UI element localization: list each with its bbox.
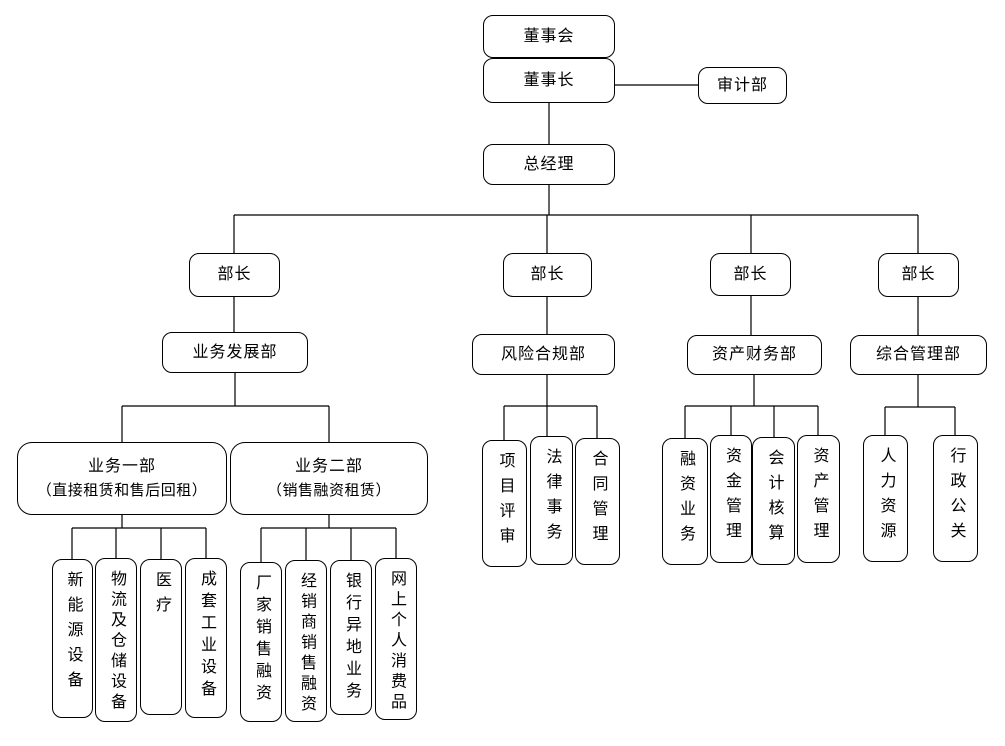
node-business-div-1: 业务一部 （直接租赁和售后回租） bbox=[17, 442, 227, 515]
node-business-div-1-label: 业务一部 bbox=[87, 458, 156, 476]
node-online-consumer-goods: 网上个人消费品 bbox=[375, 558, 417, 720]
node-business-div-1-sublabel: （直接租赁和售后回租） bbox=[36, 482, 208, 499]
node-risk-compliance-dept: 风险合规部 bbox=[472, 334, 615, 375]
node-asset-management-label: 资产管理 bbox=[810, 447, 828, 547]
node-medical-label: 医疗 bbox=[153, 571, 170, 621]
node-project-review-label: 项目评审 bbox=[496, 452, 514, 552]
node-manufacturer-sales-financing-label: 厂家销售融资 bbox=[253, 574, 270, 706]
node-human-resources: 人力资源 bbox=[863, 435, 908, 562]
node-new-energy-equipment-label: 新能源设备 bbox=[64, 571, 82, 696]
node-project-review: 项目评审 bbox=[482, 440, 527, 567]
node-minister-2: 部长 bbox=[503, 253, 592, 297]
node-industrial-equipment-sets-label: 成套工业设备 bbox=[198, 570, 215, 702]
node-bank-remote-business-label: 银行异地业务 bbox=[343, 572, 360, 704]
node-minister-3: 部长 bbox=[710, 253, 791, 296]
node-business-div-2-sublabel: （销售融资租赁） bbox=[266, 482, 391, 499]
node-chairman: 董事长 bbox=[483, 58, 615, 103]
node-contract-management: 合同管理 bbox=[575, 438, 620, 565]
node-business-div-2-label: 业务二部 bbox=[294, 458, 363, 476]
node-accounting: 会计核算 bbox=[752, 437, 795, 565]
node-minister-1: 部长 bbox=[189, 253, 280, 297]
node-asset-finance-dept: 资产财务部 bbox=[687, 335, 822, 375]
node-admin-public-relations: 行政公关 bbox=[933, 435, 978, 562]
node-logistics-warehouse-equipment-label: 物流及仓储设备 bbox=[108, 570, 125, 714]
node-online-consumer-goods-label: 网上个人消费品 bbox=[388, 570, 405, 714]
node-financing-business-label: 融资业务 bbox=[677, 450, 694, 550]
node-audit-dept: 审计部 bbox=[698, 67, 787, 104]
node-fund-management-label: 资金管理 bbox=[723, 447, 740, 547]
node-dealer-sales-financing-label: 经销商销售融资 bbox=[298, 572, 315, 716]
node-general-manager: 总经理 bbox=[483, 144, 615, 185]
node-dealer-sales-financing: 经销商销售融资 bbox=[285, 560, 327, 722]
connector-path bbox=[71, 84, 956, 562]
node-general-admin-dept: 综合管理部 bbox=[850, 335, 987, 375]
node-human-resources-label: 人力资源 bbox=[877, 447, 895, 547]
node-legal-affairs: 法律事务 bbox=[530, 436, 573, 565]
node-admin-public-relations-label: 行政公关 bbox=[947, 447, 965, 547]
node-minister-4: 部长 bbox=[878, 253, 959, 297]
node-legal-affairs-label: 法律事务 bbox=[543, 448, 561, 548]
node-board: 董事会 bbox=[483, 15, 615, 58]
node-accounting-label: 会计核算 bbox=[765, 449, 783, 549]
node-fund-management: 资金管理 bbox=[710, 435, 752, 563]
node-business-div-2: 业务二部 （销售融资租赁） bbox=[230, 442, 428, 515]
node-asset-management: 资产管理 bbox=[797, 435, 840, 563]
node-bank-remote-business: 银行异地业务 bbox=[330, 560, 372, 715]
node-logistics-warehouse-equipment: 物流及仓储设备 bbox=[95, 558, 137, 722]
node-business-development-dept: 业务发展部 bbox=[162, 332, 308, 373]
node-manufacturer-sales-financing: 厂家销售融资 bbox=[240, 562, 282, 722]
node-financing-business: 融资业务 bbox=[662, 438, 708, 565]
node-medical: 医疗 bbox=[140, 559, 182, 715]
node-new-energy-equipment: 新能源设备 bbox=[52, 559, 93, 718]
node-industrial-equipment-sets: 成套工业设备 bbox=[185, 558, 227, 718]
node-contract-management-label: 合同管理 bbox=[589, 450, 607, 550]
